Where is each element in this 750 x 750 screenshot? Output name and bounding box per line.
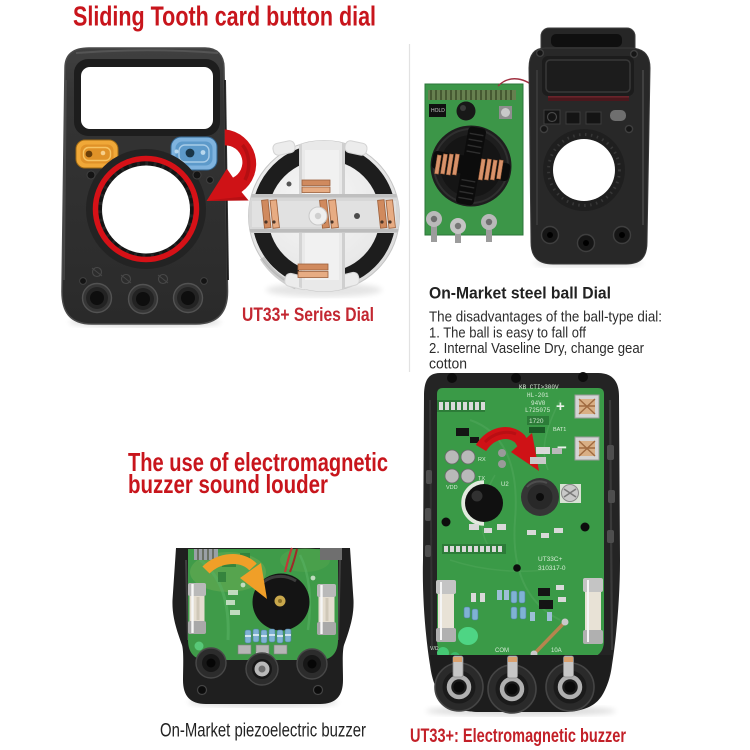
svg-text:UT33+: Electromagnetic buzzer: UT33+: Electromagnetic buzzer bbox=[410, 726, 626, 747]
svg-text:The disadvantages of the ball-: The disadvantages of the ball-type dial: bbox=[429, 309, 662, 326]
svg-text:buzzer sound louder: buzzer sound louder bbox=[128, 469, 328, 499]
svg-text:L725075: L725075 bbox=[525, 407, 551, 414]
svg-text:On-Market steel ball Dial: On-Market steel ball Dial bbox=[429, 285, 611, 303]
svg-text:COM: COM bbox=[495, 648, 509, 654]
svg-text:Sliding Tooth card button dial: Sliding Tooth card button dial bbox=[73, 1, 376, 32]
svg-text:U2: U2 bbox=[501, 482, 509, 488]
svg-text:UT33C+: UT33C+ bbox=[538, 556, 563, 563]
svg-text:310317-0: 310317-0 bbox=[538, 565, 566, 572]
svg-text:94V0: 94V0 bbox=[531, 400, 546, 407]
svg-text:cotton: cotton bbox=[429, 356, 467, 373]
svg-text:RX: RX bbox=[478, 457, 486, 463]
svg-text:1. The ball is easy to fall of: 1. The ball is easy to fall off bbox=[429, 325, 587, 342]
svg-text:V/Ω: V/Ω bbox=[430, 646, 439, 652]
svg-text:On-Market piezoelectric buzzer: On-Market piezoelectric buzzer bbox=[160, 721, 367, 742]
svg-text:1720: 1720 bbox=[529, 418, 544, 425]
svg-text:HL-201: HL-201 bbox=[527, 392, 549, 399]
svg-text:HOLD: HOLD bbox=[431, 108, 445, 114]
svg-text:UT33+ Series Dial: UT33+ Series Dial bbox=[242, 305, 374, 326]
svg-text:VDD: VDD bbox=[446, 485, 458, 491]
svg-text:10A: 10A bbox=[551, 648, 562, 654]
svg-text:TX: TX bbox=[478, 476, 485, 482]
svg-text:+: + bbox=[556, 398, 565, 415]
svg-text:BAT1: BAT1 bbox=[553, 427, 566, 433]
svg-text:The use of electromagnetic: The use of electromagnetic bbox=[128, 447, 388, 477]
svg-text:KB CTI>300V: KB CTI>300V bbox=[519, 384, 559, 391]
svg-text:2. Internal Vaseline Dry, chan: 2. Internal Vaseline Dry, change gear bbox=[429, 340, 644, 357]
svg-text:−: − bbox=[557, 438, 567, 457]
